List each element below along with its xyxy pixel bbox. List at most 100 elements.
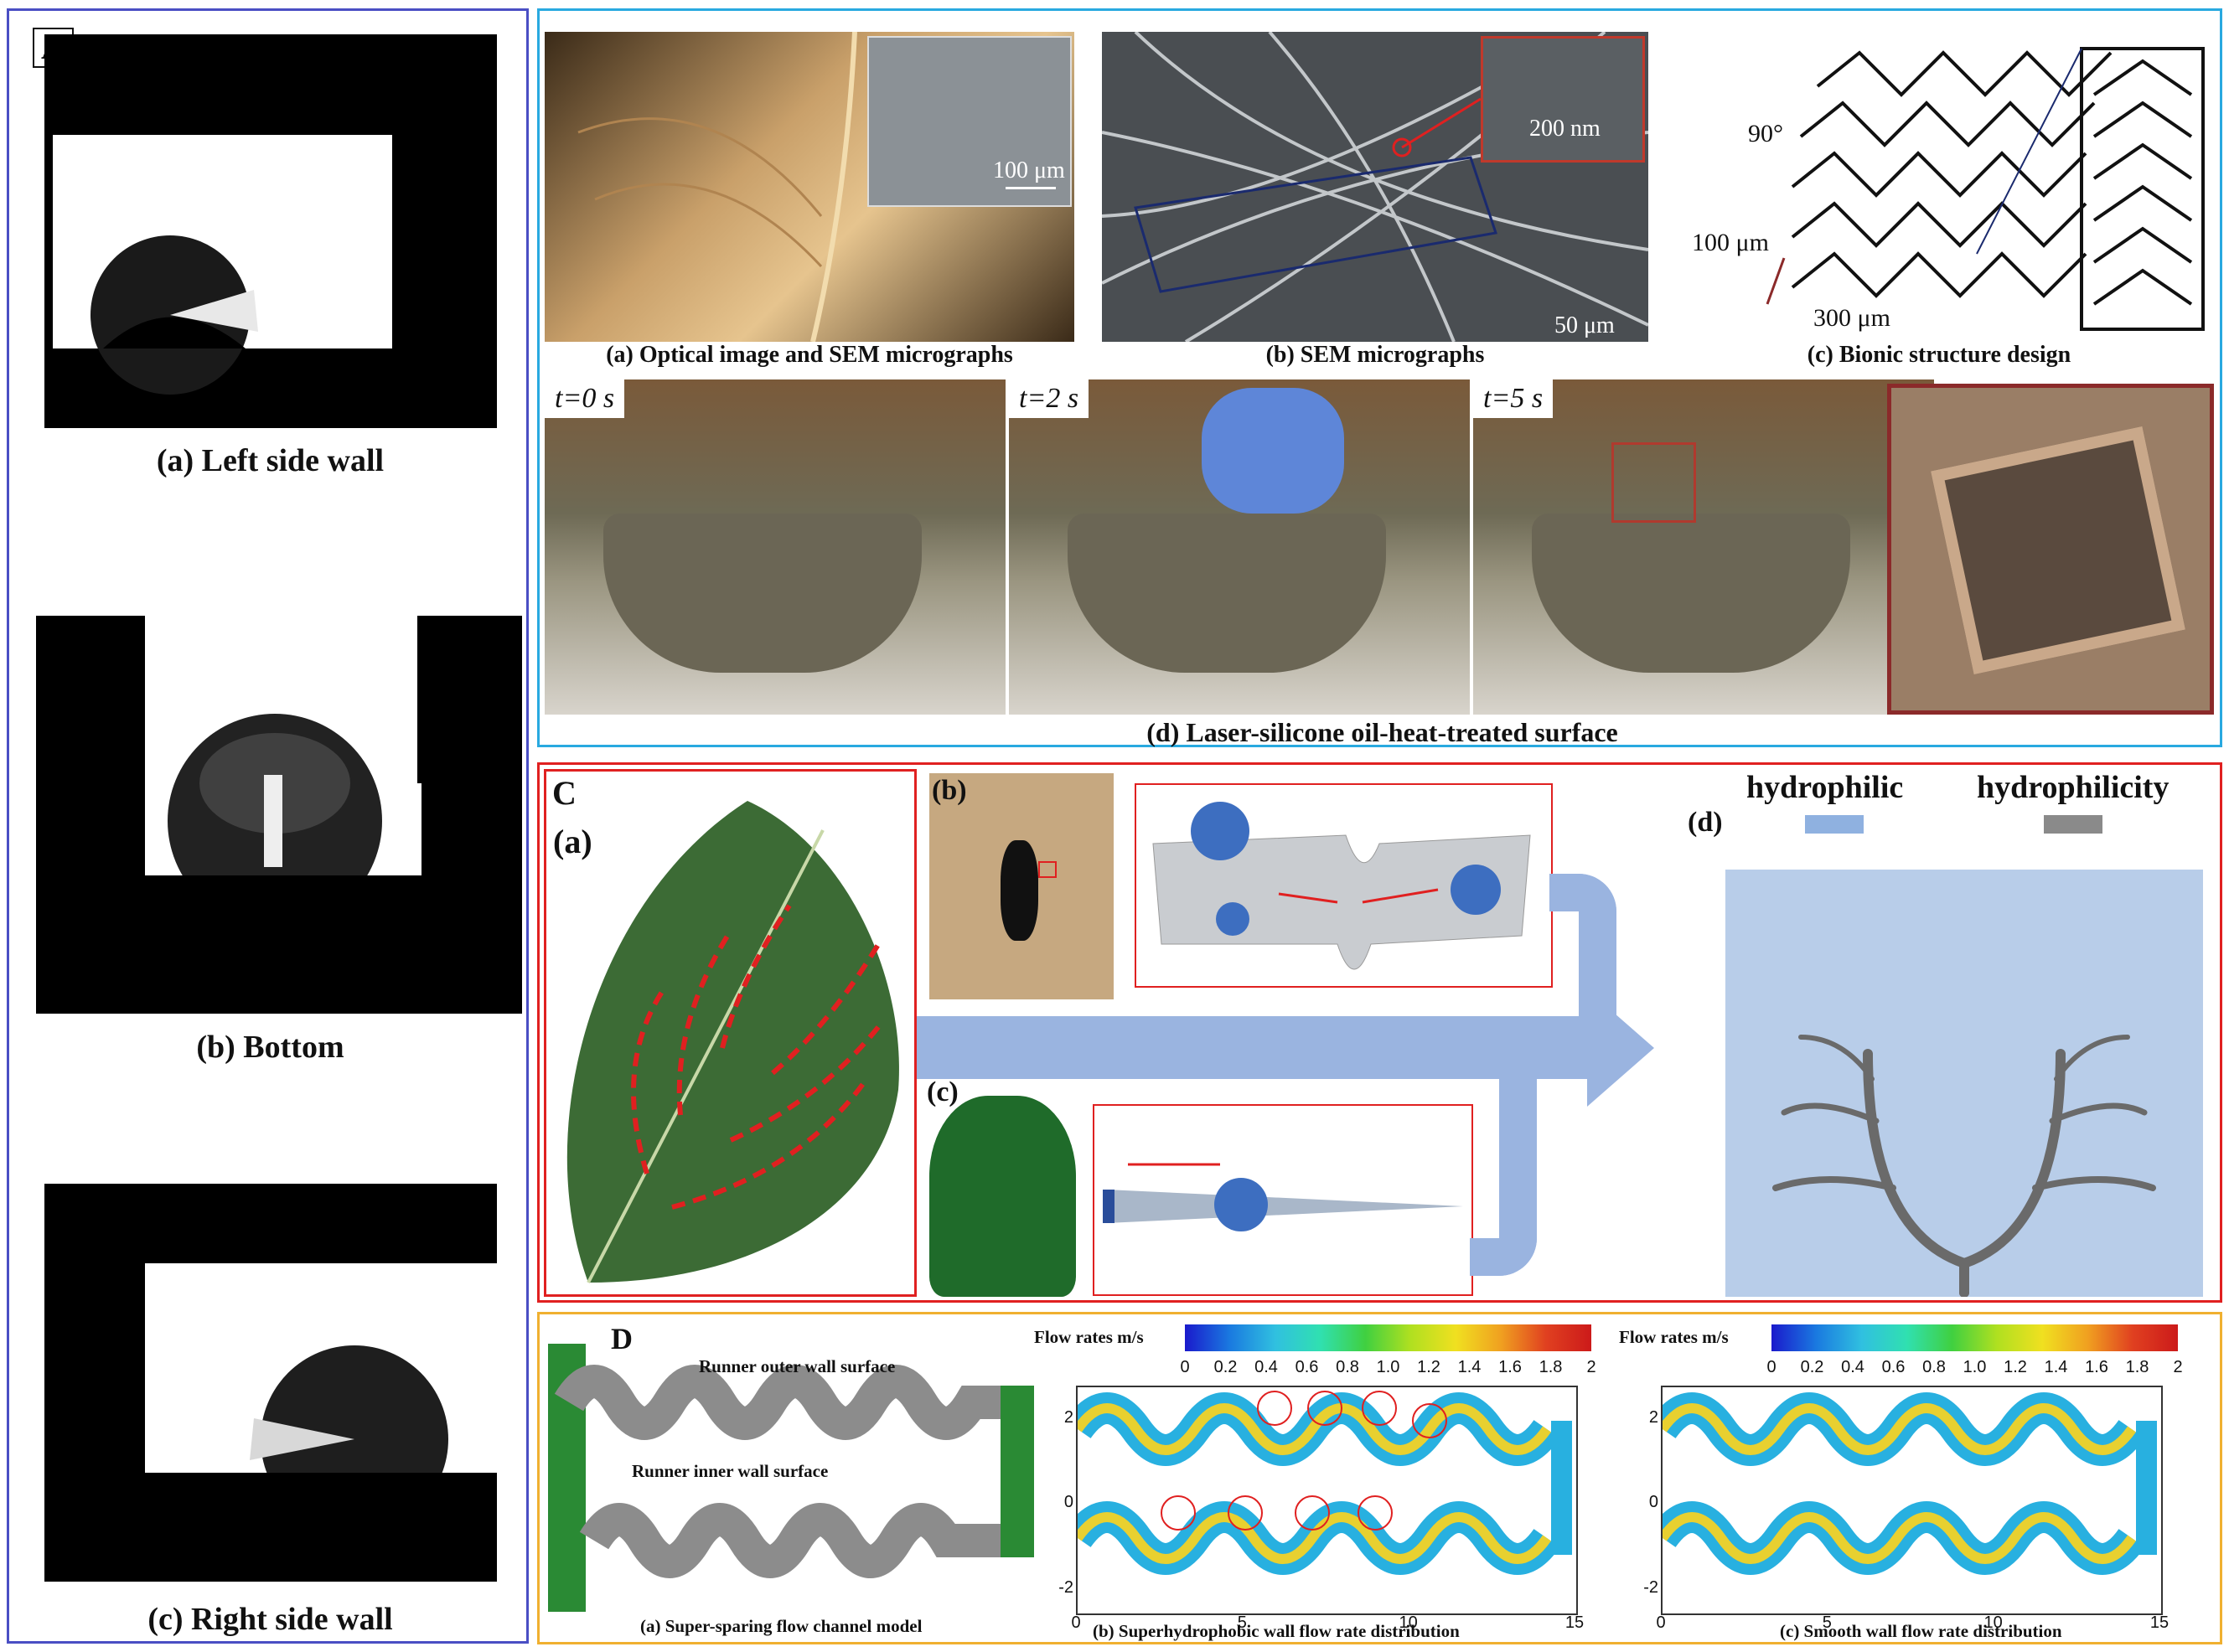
- flow-arrow-main: [917, 1016, 1587, 1079]
- bowl-shape: [1068, 514, 1386, 673]
- sub-label-d: (d): [1688, 807, 1723, 838]
- flow-plot-superhydrophobic: [1076, 1386, 1578, 1615]
- feather-sem-inset: [867, 36, 1072, 207]
- sem-micrograph-image: 200 nm 50 μm: [1102, 32, 1648, 342]
- colorbar-tick-label: 1.4: [1457, 1358, 1482, 1376]
- feather-scale-label: 100 μm: [993, 157, 1065, 183]
- colorbar-c: [1771, 1324, 2178, 1351]
- gloved-hand: [1202, 388, 1344, 514]
- design-width-label: 300 μm: [1813, 304, 1890, 332]
- x-tick-label: 15: [2149, 1613, 2170, 1632]
- colorbar-tick-label: 0.2: [1213, 1358, 1238, 1376]
- feather-scale-bar: [1006, 187, 1056, 189]
- leaf-illustration: [566, 801, 899, 1283]
- y-ticks-b: 2 0 -2: [1055, 1386, 1075, 1612]
- y-tick-label: 0: [1063, 1493, 1073, 1512]
- contact-angle-right-wall-image: [44, 1184, 497, 1582]
- caption-b-d: (d) Laser-silicone oil-heat-treated surf…: [1146, 717, 1618, 747]
- panel-c: C (a) (b) (c): [537, 762, 2222, 1303]
- leaf-frame: (a): [544, 769, 917, 1297]
- legend-hydrophilic-label: hydrophilic: [1746, 770, 1904, 805]
- flow-plot-smooth: [1661, 1386, 2163, 1615]
- colorbar-tick-label: 1.8: [2125, 1358, 2149, 1376]
- caption-b-b: (b) SEM micrographs: [1265, 342, 1485, 368]
- colorbar-title-c: Flow rates m/s: [1619, 1327, 1729, 1347]
- x-tick-label: 0: [1071, 1613, 1081, 1632]
- bowl-shape: [1532, 514, 1850, 673]
- label-inner-wall: Runner inner wall surface: [632, 1461, 829, 1481]
- x-tick-label: 10: [1983, 1613, 2003, 1632]
- legend-hydrophilicity-label: hydrophilicity: [1977, 770, 2170, 805]
- colorbar-tick-label: 0.2: [1800, 1358, 1824, 1376]
- beetle-surface-box: [1135, 783, 1553, 988]
- y-tick-label: 0: [1648, 1493, 1658, 1512]
- label-outer-wall: Runner outer wall surface: [699, 1356, 896, 1376]
- caption-bottom: (b) Bottom: [196, 1030, 344, 1065]
- panel-a: A (a) Left side wall (b) Bottom: [7, 8, 529, 1644]
- sub-label-b: (b): [932, 775, 967, 806]
- time-label-0: t=0 s: [545, 379, 625, 418]
- timelapse-frame-t0: t=0 s: [545, 379, 1006, 715]
- tree-channel-design: [1725, 870, 2203, 1298]
- sem-inset-scale-label: 200 nm: [1529, 116, 1601, 142]
- colorbar-tick-label: 0: [1766, 1358, 1776, 1376]
- colorbar-b: [1185, 1324, 1591, 1351]
- colorbar-tick-label: 1.4: [2044, 1358, 2068, 1376]
- sub-label-c: (c): [927, 1076, 959, 1107]
- colorbar-tick-label: 1.6: [1498, 1358, 1522, 1376]
- caption-d-c: (c) Smooth wall flow rate distribution: [1780, 1621, 2062, 1641]
- colorbar-tick-label: 1.8: [1539, 1358, 1563, 1376]
- caption-d-b: (b) Superhydrophobic wall flow rate dist…: [1093, 1621, 1460, 1641]
- x-tick-label: 10: [1399, 1613, 1418, 1632]
- sem-main-scale-label: 50 μm: [1554, 312, 1615, 338]
- y-tick-label: 2: [1063, 1408, 1073, 1427]
- caption-b-c: (c) Bionic structure design: [1807, 342, 2071, 368]
- x-tick-label: 15: [1564, 1613, 1585, 1632]
- colorbar-tick-label: 0.4: [1254, 1358, 1278, 1376]
- bionic-structure-diagram: 90° 100 μm 300 μm: [1658, 28, 2220, 342]
- colorbar-tick-label: 2: [2173, 1358, 2183, 1376]
- panel-c-tag: C: [552, 774, 577, 812]
- x-tick-label: 5: [1237, 1613, 1247, 1632]
- timelapse-frame-t5: t=5 s: [1473, 379, 1934, 715]
- beetle-photo: [929, 773, 1114, 999]
- y-tick-label: -2: [1058, 1577, 1073, 1597]
- colorbar-tick-label: 0.6: [1295, 1358, 1319, 1376]
- design-angle-label: 90°: [1748, 120, 1783, 147]
- design-pitch-label: 100 μm: [1692, 229, 1769, 256]
- colorbar-tick-label: 2: [1586, 1358, 1596, 1376]
- timelapse-frame-t2: t=2 s: [1009, 379, 1470, 715]
- colorbar-tick-label: 0.4: [1841, 1358, 1864, 1376]
- time-label-2: t=2 s: [1009, 379, 1089, 418]
- colorbar-tick-label: 1.0: [1963, 1358, 1987, 1376]
- colorbar-tick-label: 0.8: [1922, 1358, 1946, 1376]
- flow-arrow-upper-branch: [1549, 874, 1616, 1020]
- cactus-photo: [929, 1096, 1076, 1297]
- timelapse-zoom-inset: [1887, 384, 2214, 715]
- highlight-box: [1611, 442, 1696, 523]
- sub-label-a: (a): [553, 823, 592, 860]
- panel-d: D Runner outer wall surface Runner inner…: [537, 1312, 2222, 1644]
- panel-b: B 100 μm (a) Optical image and SEM micro…: [537, 8, 2222, 747]
- flow-channel-model: [544, 1344, 1047, 1612]
- time-label-5: t=5 s: [1473, 379, 1554, 418]
- colorbar-tick-label: 1.6: [2085, 1358, 2108, 1376]
- caption-b-a: (a) Optical image and SEM micrographs: [606, 342, 1013, 368]
- legend-hydrophilic-swatch: [1805, 815, 1864, 834]
- bowl-shape: [603, 514, 922, 673]
- cactus-spine-box: [1093, 1104, 1473, 1296]
- colorbar-tick-label: 1.0: [1376, 1358, 1400, 1376]
- treated-sample: [1931, 426, 2185, 675]
- contact-angle-left-wall-image: [44, 34, 497, 428]
- sem-zoom-inset: [1481, 36, 1645, 163]
- x-tick-label: 5: [1822, 1613, 1832, 1632]
- caption-right-side-wall: (c) Right side wall: [147, 1602, 393, 1637]
- colorbar-tick-label: 0.6: [1881, 1358, 1906, 1376]
- caption-d-a: (a) Super-sparing flow channel model: [640, 1616, 923, 1636]
- colorbar-title-b: Flow rates m/s: [1034, 1327, 1144, 1347]
- legend-hydrophilicity-swatch: [2044, 815, 2102, 834]
